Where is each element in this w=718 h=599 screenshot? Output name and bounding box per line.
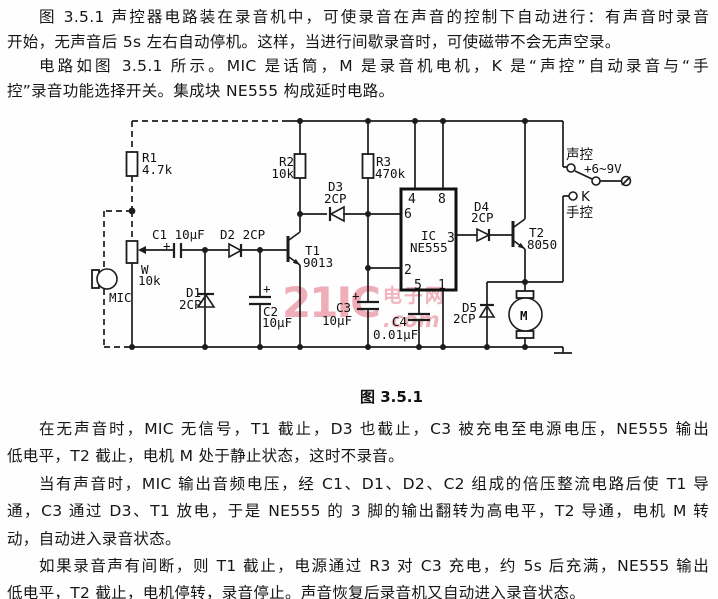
d1-value: 2CP [179, 297, 202, 312]
selector-switch-k: 声控 +6~9V K 手控 [566, 147, 632, 221]
pin-4: 4 [408, 192, 416, 207]
microphone-symbol: MIC [91, 268, 132, 305]
paragraph-line: 当有声音时，MIC 输出音频电压，经 C1、D1、D2、C2 组成的倍压整流电路… [39, 474, 709, 493]
d1-label: D1 [186, 285, 201, 300]
pin-2: 2 [404, 263, 412, 278]
c3-polarity: + [352, 288, 360, 303]
c2-polarity: + [263, 281, 271, 296]
pin-5: 5 [414, 278, 422, 293]
paragraph-line: 低电平，T2 截止，电机停转，录音停止。声音恢复后录音机又自动进入录音状态。 [7, 584, 586, 599]
r1-label: R1 [142, 150, 157, 165]
diode-d2: D2 2CP [220, 227, 265, 259]
capacitor-c2: + C2 10μF [249, 281, 292, 330]
junction-dots [128, 118, 528, 350]
diode-d5: D5 2CP [453, 300, 496, 326]
capacitor-c4: C4 0.01μF [373, 312, 430, 342]
w-label: W [141, 262, 149, 277]
capacitor-c3: + C3 10μF [322, 288, 379, 328]
pin-1: 1 [438, 278, 446, 293]
resistor-r2: R2 10k [271, 153, 307, 181]
resistor-r1: R1 4.7k [125, 150, 173, 177]
t2-value: 8050 [527, 237, 557, 252]
c4-label: C4 [392, 314, 407, 329]
paragraph-line: 低电平，T2 截止，电机 M 处于静止状态，这时不录音。 [7, 447, 404, 466]
intro-text: 图 3.5.1 声控器电路装在录音机中，可使录音在声音的控制下自动进行：有声音时… [7, 5, 709, 103]
c3-label: C3 [336, 300, 351, 315]
switch-k-label: K [581, 189, 591, 205]
explanation-text: 在无声音时，MIC 无信号，T1 截止，D3 也截止，C3 被充电至电源电压，N… [7, 416, 709, 599]
d4-label: D4 [474, 199, 489, 214]
d5-value: 2CP [453, 311, 476, 326]
ic-ne555: 4 8 6 2 3 5 1 IC NE555 [399, 187, 458, 293]
paragraph-line: 动，自动进入录音状态。 [7, 529, 181, 548]
mic-label: MIC [109, 290, 132, 305]
capacitor-c1: C1 10μF + [152, 227, 205, 258]
c3-value: 10μF [322, 313, 352, 328]
d2-label: D2 2CP [220, 227, 265, 242]
t1-label: T1 [305, 243, 320, 258]
ic-label: IC [421, 228, 436, 243]
wires-solid [131, 120, 621, 354]
diode-d4: D4 2CP [471, 199, 494, 243]
motor-label: M [520, 308, 528, 323]
paragraph-line: 如果录音声有间断，则 T1 截止，电源通过 R3 对 C3 充电，约 5s 后充… [39, 557, 709, 576]
w-value: 10k [138, 273, 161, 288]
c2-label: C2 [263, 304, 278, 319]
pin-6: 6 [404, 207, 412, 222]
battery-terminal [620, 175, 632, 187]
diode-d3: D3 2CP [324, 179, 347, 223]
transistor-t2: T2 8050 [511, 221, 557, 252]
transistor-t1: T1 9013 [286, 236, 333, 270]
r2-value: 10k [271, 166, 294, 181]
supply-voltage-label: +6~9V [584, 161, 622, 176]
r2-label: R2 [279, 154, 294, 169]
pin-8: 8 [438, 192, 446, 207]
switch-manual-label: 手控 [566, 205, 594, 221]
d4-value: 2CP [471, 210, 494, 225]
wires-dashed [103, 120, 288, 348]
r3-label: R3 [376, 154, 391, 169]
d3-label: D3 [328, 179, 343, 194]
c2-value: 10μF [262, 315, 292, 330]
d3-value: 2CP [324, 191, 347, 206]
c1-polarity: + [163, 238, 171, 253]
t2-label: T2 [529, 225, 544, 240]
ic-part-number: NE555 [410, 240, 448, 255]
c4-value: 0.01μF [373, 327, 418, 342]
switch-voice-label: 声控 [566, 147, 594, 163]
paragraph-line: 通，C3 通过 D3、T1 放电，于是 NE555 的 3 脚的输出翻转为高电平… [7, 502, 709, 521]
motor-m: M [508, 290, 543, 339]
c1-label: C1 10μF [152, 227, 205, 242]
paragraph-line: 图 3.5.1 声控器电路装在录音机中，可使录音在声音的控制下自动进行：有声音时… [39, 8, 709, 26]
potentiometer-w: W 10k [125, 240, 161, 288]
t1-value: 9013 [303, 255, 333, 270]
r3-value: 470k [375, 166, 406, 181]
diode-d1: D1 2CP [179, 285, 216, 312]
d5-label: D5 [462, 300, 477, 315]
paragraph-line: 开始，无声音后 5s 左右自动停机。这样，当进行间歇录音时，可使磁带不会无声空录… [7, 32, 621, 51]
resistor-r3: R3 470k [361, 153, 406, 181]
pin-3: 3 [447, 231, 455, 246]
paragraph-line: 在无声音时，MIC 无信号，T1 截止，D3 也截止，C3 被充电至电源电压，N… [39, 420, 709, 438]
r1-value: 4.7k [142, 162, 173, 177]
paragraph-line: 控”录音功能选择开关。集成块 NE555 构成延时电路。 [7, 81, 395, 100]
paragraph-line: 电路如图 3.5.1 所示。MIC 是话筒，M 是录音机电机，K 是“声控”自动… [39, 57, 709, 75]
figure-caption: 图 3.5.1 [360, 388, 423, 406]
